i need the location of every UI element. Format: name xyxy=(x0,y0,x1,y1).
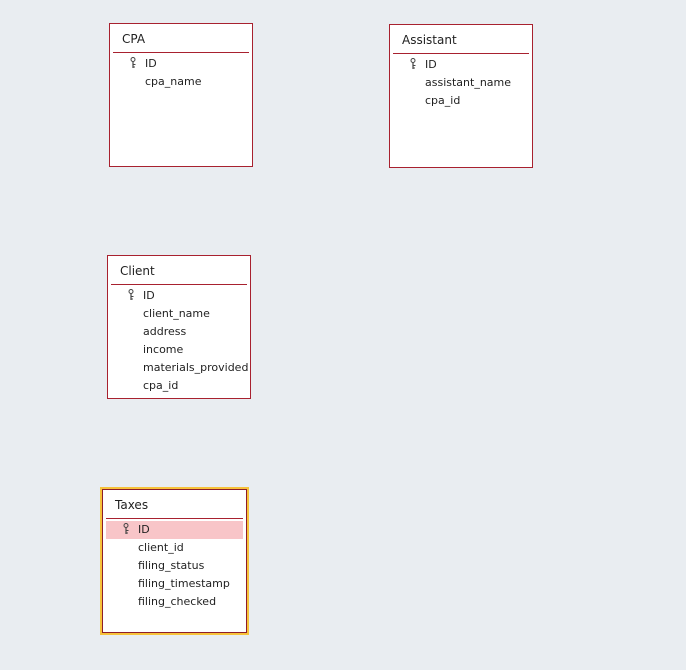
field-label-client-id: client_id xyxy=(138,541,184,554)
table-cpa[interactable]: CPA ID cpa_name xyxy=(109,23,253,167)
field-label-id: ID xyxy=(425,58,437,71)
field-row-income[interactable]: income xyxy=(111,341,247,359)
field-row-client-id[interactable]: client_id xyxy=(106,539,243,557)
field-list-client: ID client_name address income materials_… xyxy=(111,287,249,395)
field-row-id[interactable]: ID xyxy=(393,56,529,74)
key-icon xyxy=(123,523,129,534)
key-icon xyxy=(410,58,416,69)
field-row-cpa-name[interactable]: cpa_name xyxy=(113,73,249,91)
field-row-filing-checked[interactable]: filing_checked xyxy=(106,593,243,611)
field-row-cpa-id[interactable]: cpa_id xyxy=(111,377,247,395)
key-icon xyxy=(128,289,134,300)
field-row-materials-provided[interactable]: materials_provided xyxy=(111,359,249,377)
field-label-id: ID xyxy=(138,523,150,536)
field-row-filing-status[interactable]: filing_status xyxy=(106,557,243,575)
field-label-assistant-name: assistant_name xyxy=(425,76,512,89)
table-title-client: Client xyxy=(120,264,155,278)
field-row-id[interactable]: ID xyxy=(113,55,249,73)
key-icon xyxy=(130,57,136,68)
field-row-id[interactable]: ID xyxy=(111,287,247,305)
field-label-client-name: client_name xyxy=(143,307,210,320)
table-title-assistant: Assistant xyxy=(402,33,457,47)
field-label-cpa-name: cpa_name xyxy=(145,75,202,88)
field-label-filing-timestamp: filing_timestamp xyxy=(138,577,230,590)
field-label-id: ID xyxy=(145,57,157,70)
field-row-assistant-name[interactable]: assistant_name xyxy=(393,74,529,92)
table-client[interactable]: Client ID client_name address income mat… xyxy=(107,255,251,399)
table-header-divider xyxy=(106,518,243,519)
table-assistant[interactable]: Assistant ID assistant_name cpa_id xyxy=(389,24,533,168)
field-label-income: income xyxy=(143,343,184,356)
table-taxes[interactable]: Taxes ID client_id filing_status filing_… xyxy=(102,489,247,633)
field-row-client-name[interactable]: client_name xyxy=(111,305,247,323)
field-row-id-selected[interactable]: ID xyxy=(106,521,243,539)
table-title-taxes: Taxes xyxy=(115,498,149,512)
field-row-cpa-id[interactable]: cpa_id xyxy=(393,92,529,110)
field-label-materials-provided: materials_provided xyxy=(143,361,249,374)
field-row-address[interactable]: address xyxy=(111,323,247,341)
field-label-id: ID xyxy=(143,289,155,302)
field-label-cpa-id: cpa_id xyxy=(143,379,179,392)
table-header-divider xyxy=(111,284,247,285)
field-list-assistant: ID assistant_name cpa_id xyxy=(393,56,529,110)
field-label-address: address xyxy=(143,325,187,338)
field-label-filing-status: filing_status xyxy=(138,559,205,572)
table-title-cpa: CPA xyxy=(122,32,146,46)
field-label-filing-checked: filing_checked xyxy=(138,595,217,608)
field-row-filing-timestamp[interactable]: filing_timestamp xyxy=(106,575,243,593)
field-label-cpa-id: cpa_id xyxy=(425,94,461,107)
field-list-taxes: ID client_id filing_status filing_timest… xyxy=(106,521,243,611)
table-header-divider xyxy=(393,53,529,54)
table-header-divider xyxy=(113,52,249,53)
field-list-cpa: ID cpa_name xyxy=(113,55,249,91)
